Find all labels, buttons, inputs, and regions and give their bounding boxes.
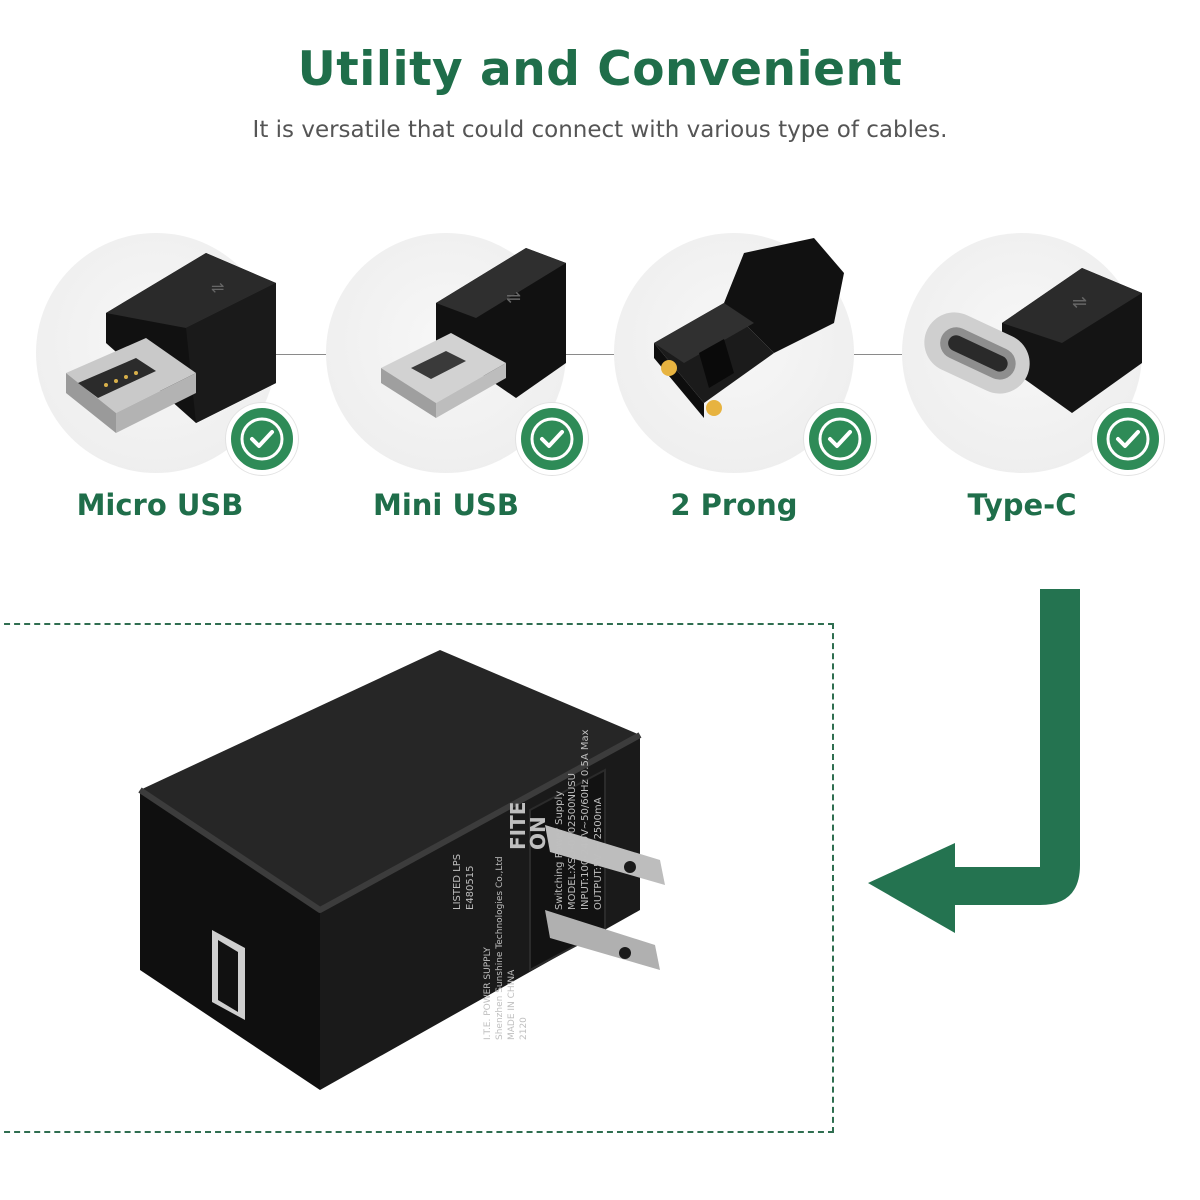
connector-tile-type-c: ⇌ — [902, 233, 1164, 475]
check-icon — [516, 403, 588, 475]
two-prong-plug-icon — [654, 238, 844, 418]
adapter-brand-2: ON — [526, 816, 550, 850]
adapter-spec-line: Switching Power Supply — [554, 791, 565, 910]
adapter-listing-line: Shenzhen Sunshine Technologies Co.,Ltd — [495, 856, 505, 1040]
svg-text:⇌: ⇌ — [211, 278, 224, 297]
adapter-spec-line: MODEL:XSD-0502500NUSU — [567, 773, 578, 910]
connector-tile-micro-usb: ⇌ — [36, 233, 298, 475]
adapter-listing-line: E480515 — [465, 866, 476, 911]
divider-line — [854, 354, 902, 355]
adapter-code: 2120 — [519, 1017, 529, 1040]
arrow-left-icon — [868, 589, 1080, 933]
connector-label: 2 Prong — [670, 488, 798, 522]
connector-label: Micro USB — [76, 488, 244, 522]
connector-label: Mini USB — [372, 488, 520, 522]
adapter-listing-line: LISTED LPS — [452, 854, 463, 910]
adapter-frame — [0, 623, 834, 1133]
connector-label: Type-C — [967, 488, 1077, 522]
adapter-brand: FITE — [506, 802, 530, 850]
power-adapter-image: FITE ON Switching Power Supply MODEL:XSD… — [138, 650, 665, 1090]
divider-line — [276, 354, 326, 355]
svg-text:⇌: ⇌ — [1072, 292, 1087, 313]
adapter-listing-line: I.T.E. POWER SUPPLY — [483, 947, 493, 1040]
adapter-spec-line: INPUT:100-240V~50/60Hz 0.5A Max — [580, 729, 591, 910]
page-title: Utility and Convenient — [297, 42, 903, 97]
micro-usb-plug-icon: ⇌ — [66, 253, 276, 433]
check-icon — [1092, 403, 1164, 475]
type-c-plug-icon: ⇌ — [924, 268, 1142, 413]
adapter-listing-line: MADE IN CHINA — [507, 969, 517, 1040]
mini-usb-plug-icon: ⇌ — [381, 248, 566, 418]
page-subtitle: It is versatile that could connect with … — [252, 117, 948, 143]
divider-line — [566, 354, 614, 355]
connector-tile-mini-usb: ⇌ — [326, 233, 588, 475]
check-icon — [226, 403, 298, 475]
check-icon — [804, 403, 876, 475]
connector-tile-2-prong — [614, 233, 876, 475]
adapter-spec-line: OUTPUT:5V ⎓ 2500mA — [593, 797, 604, 910]
svg-text:⇌: ⇌ — [506, 287, 521, 308]
